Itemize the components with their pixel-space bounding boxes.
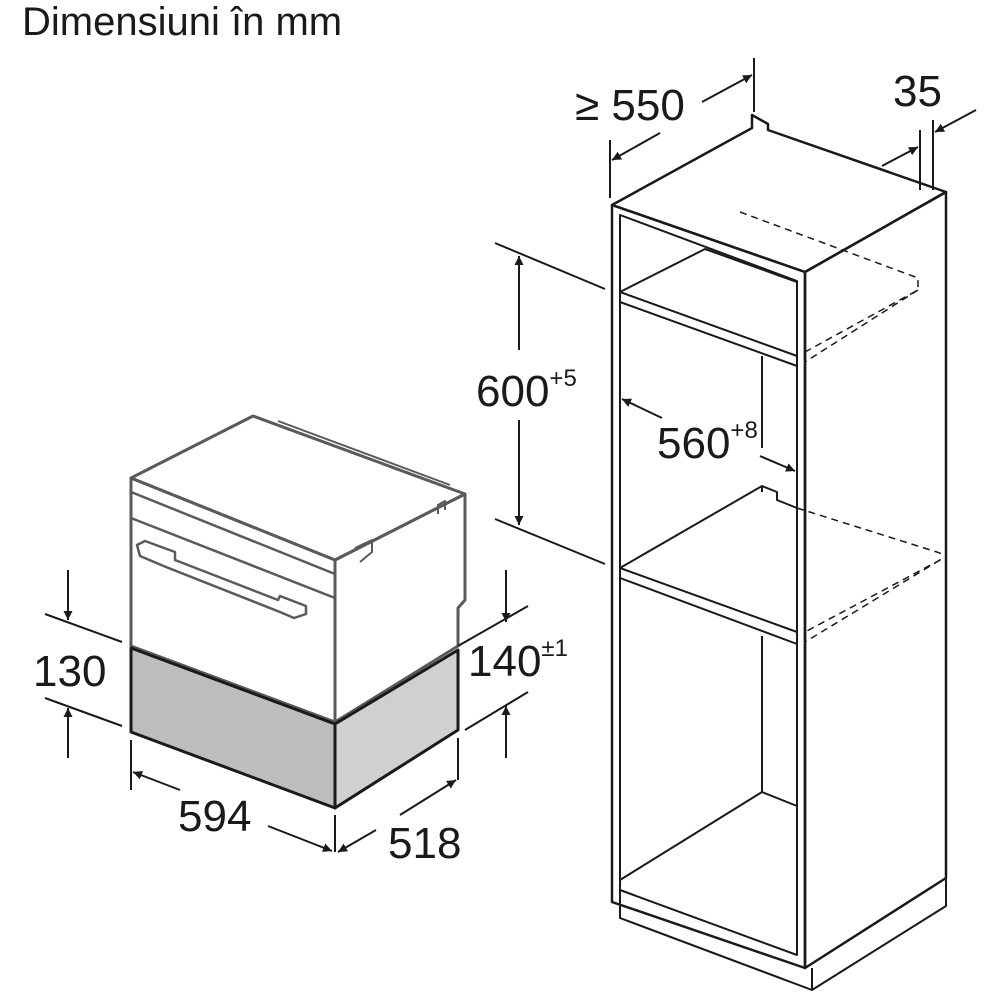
- drawer-height-label: 130: [33, 647, 106, 696]
- niche-height-label: 600+5: [476, 365, 577, 416]
- side-gap-label: 35: [893, 67, 942, 116]
- niche-drawer-height-label: 140±1: [468, 635, 568, 686]
- appliance: [129, 414, 467, 724]
- dimension-lines: [44, 58, 977, 853]
- cabinet-plinth: [619, 878, 947, 991]
- drawer-width-label: 594: [178, 792, 251, 841]
- dimension-labels: ≥ 550 35 600+5 560+8 130 140±1 594 518: [33, 67, 942, 868]
- upper-shelf: [619, 291, 798, 367]
- door-handle: [135, 539, 308, 620]
- drawer-side: [333, 648, 460, 810]
- drawer-depth-label: 518: [388, 819, 461, 868]
- lower-shelf: [619, 567, 798, 645]
- cabinet-right-side: [803, 190, 948, 970]
- tall-cabinet: [610, 113, 948, 991]
- cabinet-top: [610, 113, 948, 274]
- appliance-side: [334, 492, 467, 724]
- page-title: Dimensiuni în mm: [22, 0, 343, 44]
- hidden-lines: [739, 211, 941, 643]
- cabinet-width-label: ≥ 550: [575, 81, 685, 130]
- warming-drawer: [129, 646, 460, 810]
- niche-width-label: 560+8: [657, 417, 758, 468]
- cabinet-inner-frame: [619, 214, 798, 956]
